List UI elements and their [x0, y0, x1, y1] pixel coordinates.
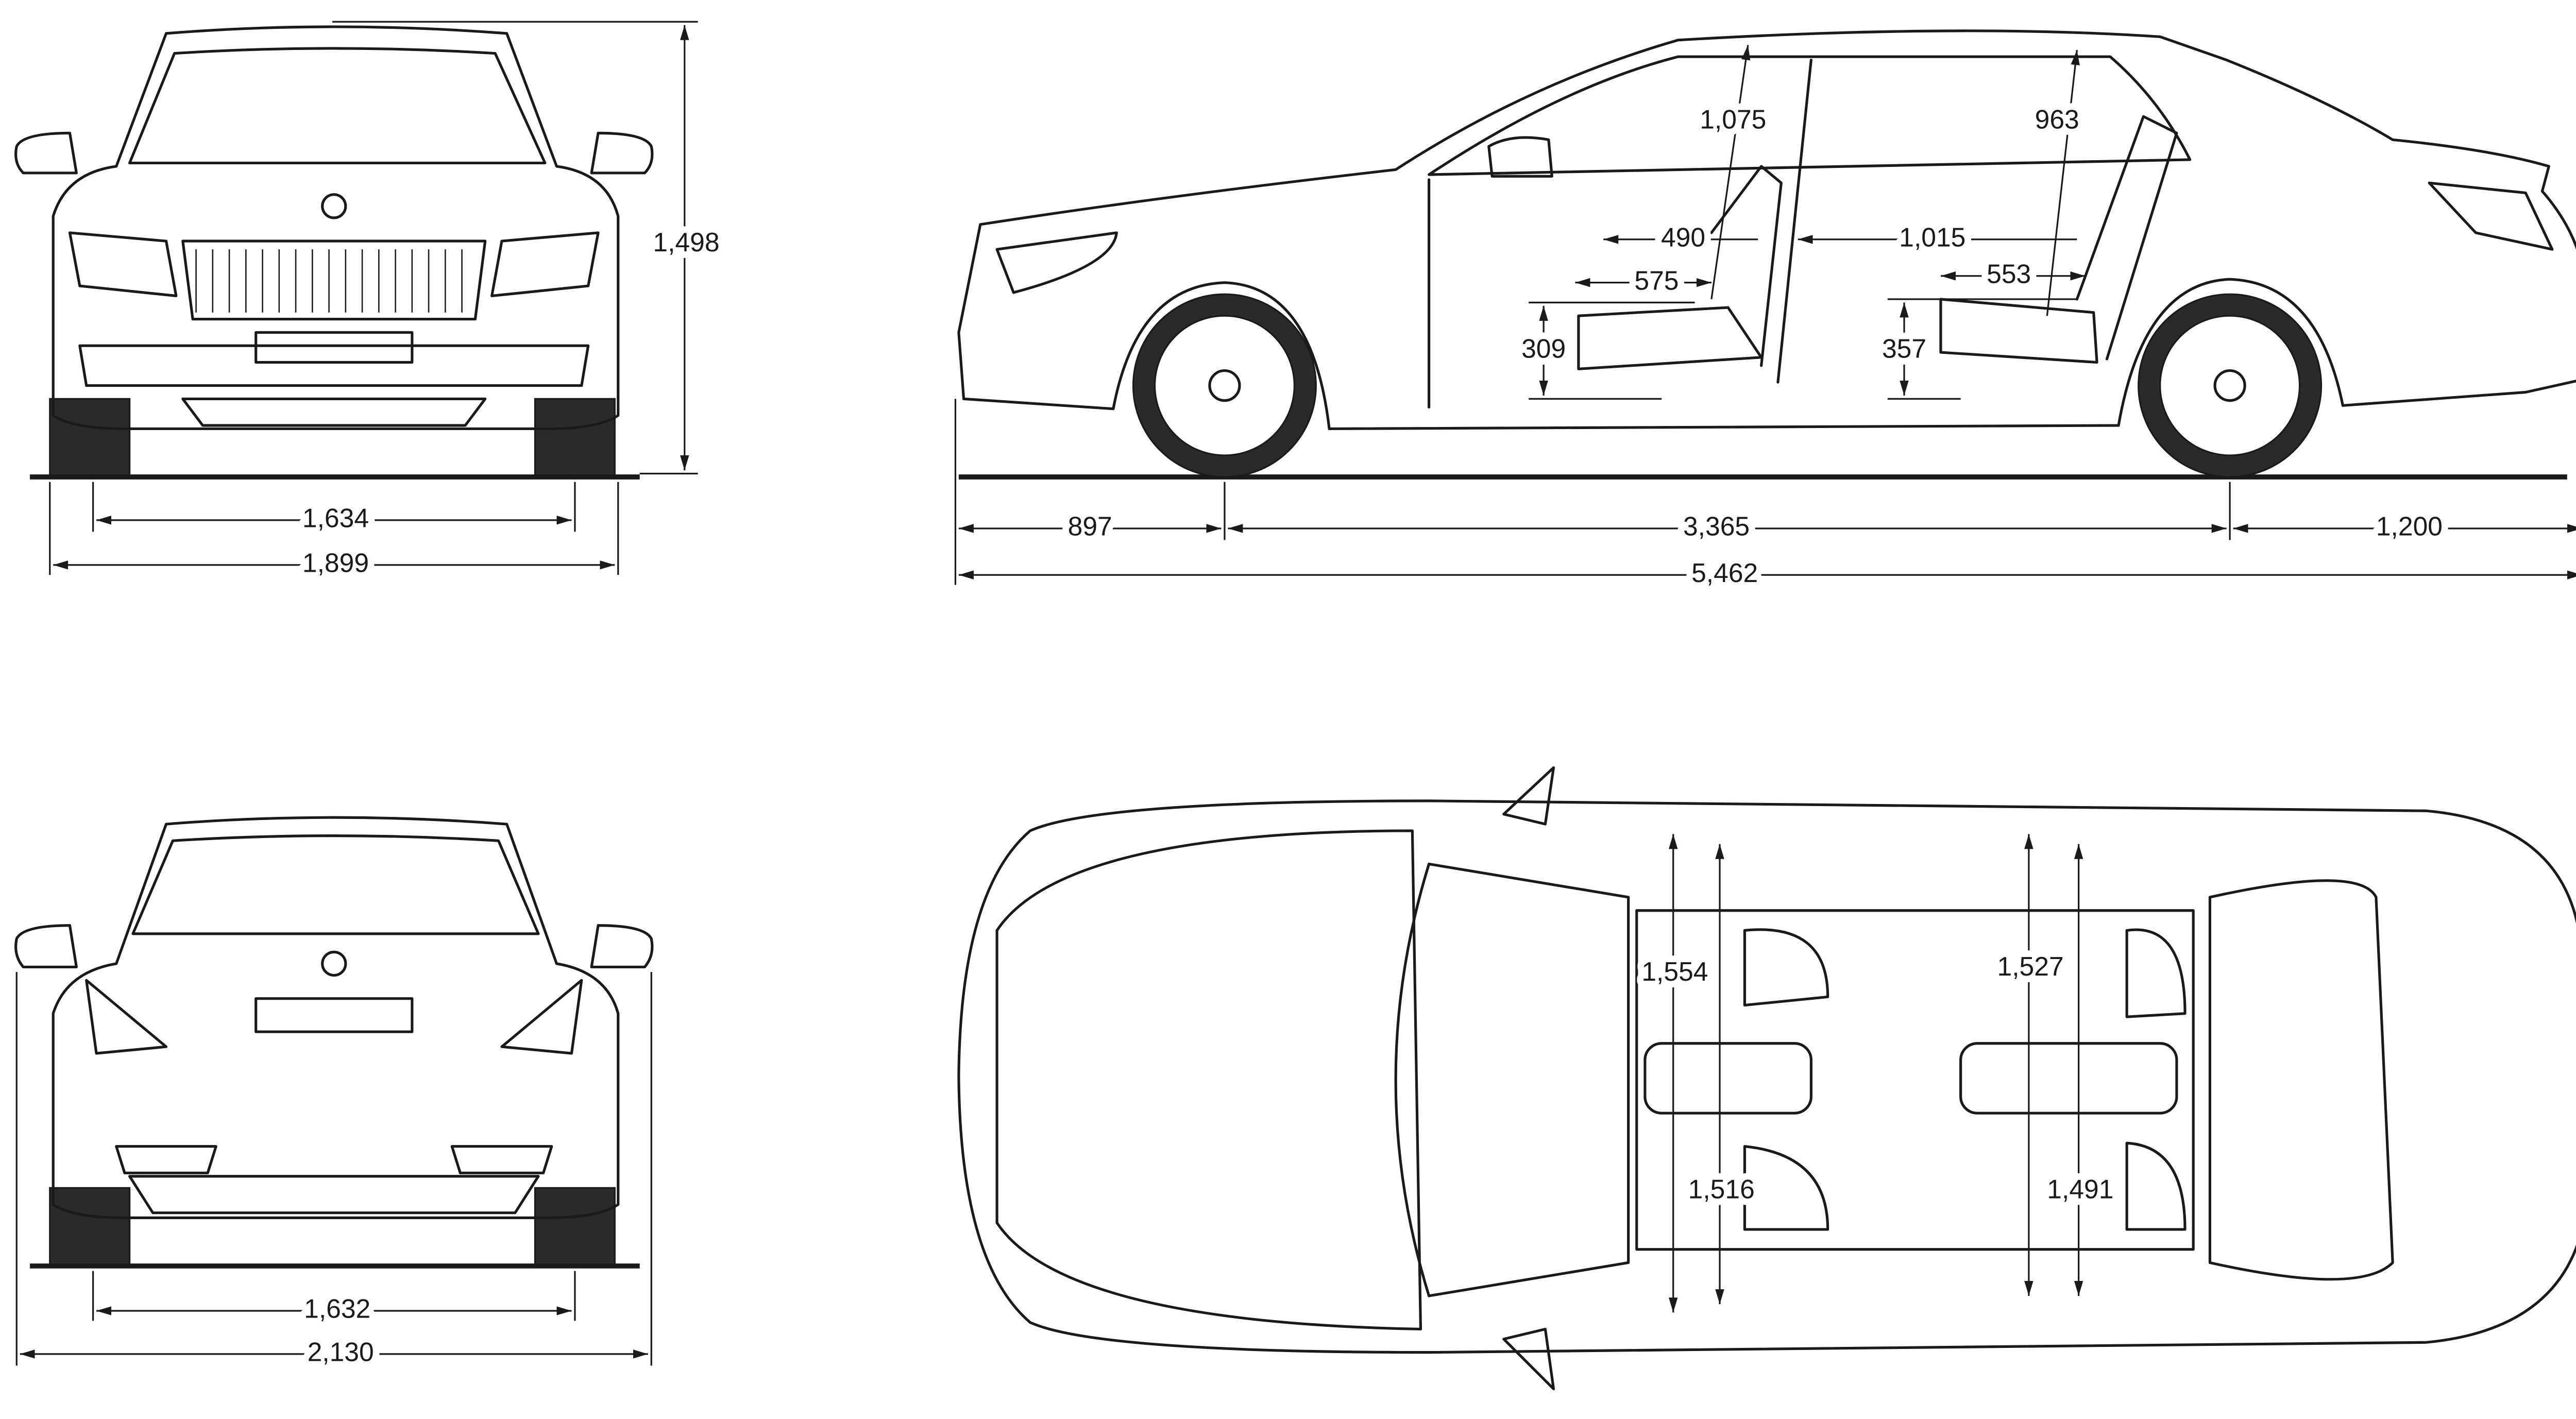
side-taillight [2428, 181, 2554, 251]
rear-legroom-label: 1,015 [1899, 222, 1965, 252]
right-mirror [590, 924, 654, 968]
wheelbase-label: 3,365 [1683, 511, 1750, 541]
rear-track-label: 1,632 [304, 1294, 370, 1324]
hood [995, 829, 1422, 1331]
rear-window-top [2208, 879, 2394, 1281]
rear-wheel [2138, 293, 2323, 478]
top-view: 1,554 1,527 1,516 1,491 [957, 766, 2576, 1391]
rear-overhang-label: 1,200 [2376, 511, 2443, 541]
side-mirror [1487, 136, 1553, 178]
front-seats-top [1743, 928, 1829, 1231]
cabin-roof-opening [1635, 909, 2195, 1251]
rear-body-outline [52, 816, 620, 1219]
front-right-tire [534, 398, 616, 476]
front-wheel [1132, 293, 1317, 478]
rear-right-tire [534, 1187, 616, 1266]
rear-seat [1939, 115, 2178, 364]
front-track-label: 1,634 [302, 503, 369, 533]
side-window-line [1428, 55, 2192, 176]
top-body-outline [957, 799, 2576, 1354]
side-view: 1,075 963 490 1,015 575 553 309 357 897 … [954, 29, 2576, 594]
grille [181, 240, 487, 321]
rear-left-tire [49, 1187, 131, 1266]
right-headlight [490, 231, 600, 298]
front-shoulder-label: 1,554 [1641, 956, 1708, 986]
rear-window [131, 834, 540, 935]
center-console [1643, 1042, 1812, 1115]
front-height-label: 1,498 [653, 227, 719, 257]
rear-seat-height-label: 357 [1882, 333, 1926, 363]
rear-headroom-label: 963 [2035, 104, 2079, 134]
license-plate [255, 331, 414, 364]
front-overhang-label: 897 [1068, 511, 1112, 541]
windshield [128, 47, 547, 165]
front-body-outline [52, 25, 620, 431]
rear-diffuser [128, 1175, 540, 1215]
front-headroom-label: 1,075 [1700, 104, 1766, 134]
rear-view: 1,632 2,130 [14, 816, 654, 1373]
side-body-outline [957, 29, 2576, 431]
top-mirrors [1502, 766, 1555, 1391]
front-elbow-label: 1,516 [1688, 1174, 1755, 1204]
license-plate [255, 997, 414, 1033]
windshield-top [1394, 862, 1630, 1297]
side-headlight [995, 231, 1118, 294]
rear-console [1959, 1042, 2178, 1115]
rear-shoulder-label: 1,527 [1997, 951, 2064, 981]
front-view: 1,498 1,634 1,899 [14, 21, 726, 584]
front-width-label: 1,899 [302, 548, 369, 578]
front-legroom-label: 490 [1661, 222, 1705, 252]
rear-seats-top [2125, 928, 2187, 1231]
front-seat [1577, 165, 1783, 370]
front-seat-depth-label: 575 [1634, 265, 1679, 295]
front-bumper-intake [78, 344, 590, 387]
length-label: 5,462 [1691, 558, 1758, 588]
rear-elbow-label: 1,491 [2047, 1174, 2113, 1204]
right-mirror [590, 131, 654, 175]
exhaust-tips [115, 1145, 553, 1174]
front-left-tire [49, 398, 131, 476]
left-mirror [14, 924, 78, 968]
right-taillight [500, 979, 583, 1055]
left-mirror [14, 131, 78, 175]
front-seat-height-label: 309 [1521, 333, 1566, 363]
width-mirrors-label: 2,130 [308, 1337, 374, 1366]
lower-intake [181, 397, 487, 427]
left-headlight [68, 231, 178, 298]
rear-seat-depth-label: 553 [1987, 259, 2031, 288]
star-emblem [321, 950, 347, 977]
star-emblem [321, 193, 347, 219]
left-taillight [85, 979, 168, 1055]
